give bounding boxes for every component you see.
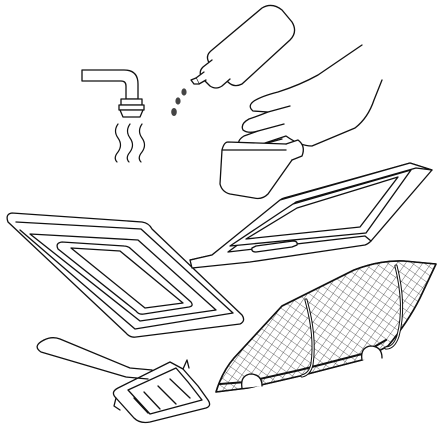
- baking-tray-icon: [7, 213, 244, 337]
- faucet-icon: [82, 70, 145, 162]
- wire-handle-icon: [37, 338, 209, 423]
- mesh-basket-icon: [216, 261, 436, 392]
